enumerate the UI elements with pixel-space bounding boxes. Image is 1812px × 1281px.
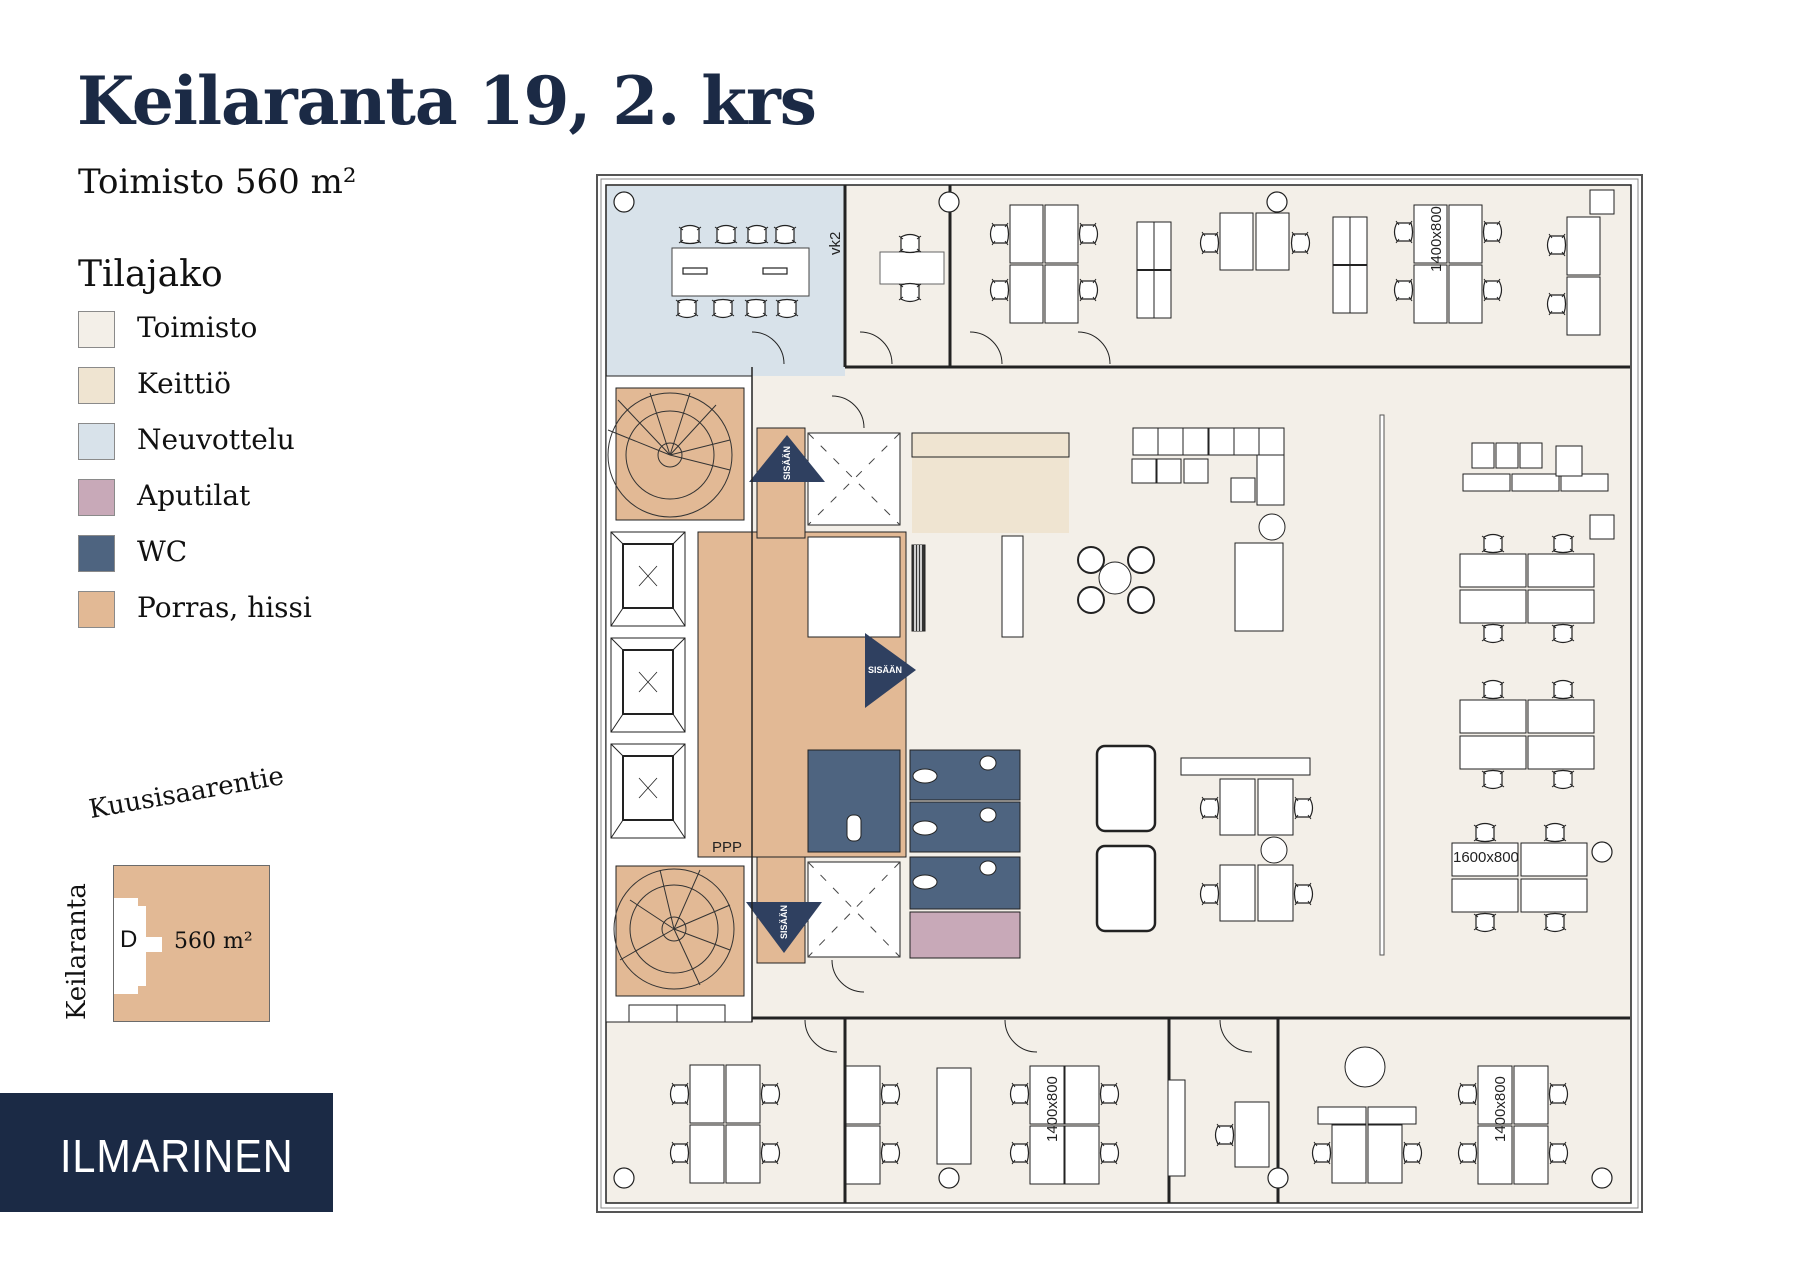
storage-label: PPP: [712, 839, 742, 856]
kitchen: [912, 433, 1069, 533]
building-outline: [596, 174, 1643, 1213]
svg-text:SISÄÄN: SISÄÄN: [782, 446, 792, 480]
keymap-notch: [146, 937, 162, 952]
desk-dimension-label: 1600x800: [1453, 849, 1519, 866]
elevator: [610, 637, 686, 733]
legend-label: Neuvottelu: [137, 423, 295, 456]
svg-text:SISÄÄN: SISÄÄN: [868, 665, 902, 675]
keymap-notch: [138, 906, 146, 986]
legend-label: Aputilat: [137, 479, 251, 512]
legend-label: Keittiö: [137, 367, 232, 400]
page-subtitle: Toimisto 560 m²: [78, 162, 357, 202]
swatch-wc: [78, 535, 115, 572]
desk-dimension-label: 1400x800: [1492, 1076, 1509, 1142]
svg-text:SISÄÄN: SISÄÄN: [779, 905, 789, 939]
desk-dimension-label: 1400x800: [1428, 206, 1445, 272]
entrance-arrow-down: SISÄÄN: [746, 902, 822, 953]
keymap-area: 560 m²: [174, 929, 253, 954]
meeting-room-code: vk2: [827, 232, 844, 255]
keymap-notch: [114, 898, 138, 994]
entrance-arrow-right: SISÄÄN: [865, 633, 916, 708]
page-title: Keilaranta 19, 2. krs: [77, 62, 817, 140]
swatch-aputilat: [78, 479, 115, 516]
entrance-arrow-up: SISÄÄN: [749, 435, 825, 482]
elevator: [610, 743, 686, 839]
cleaning-room: [909, 911, 1021, 959]
ilmarinen-logo: ILMARINEN: [0, 1093, 333, 1212]
swatch-neuvottelu: [78, 423, 115, 460]
logo-text: ILMARINEN: [60, 1130, 294, 1182]
desk-dimension-label: 1400x800: [1044, 1076, 1061, 1142]
swatch-porras-hissi: [78, 591, 115, 628]
legend-label: Porras, hissi: [137, 591, 312, 624]
legend-title: Tilajako: [78, 254, 223, 295]
legend-label: WC: [137, 535, 188, 568]
key-map: D 560 m²: [113, 865, 270, 1022]
swatch-toimisto: [78, 311, 115, 348]
elevator: [610, 531, 686, 627]
swatch-keittio: [78, 367, 115, 404]
stair-top: [615, 387, 745, 521]
keymap-block-label: D: [120, 926, 138, 953]
legend-label: Toimisto: [137, 311, 258, 344]
